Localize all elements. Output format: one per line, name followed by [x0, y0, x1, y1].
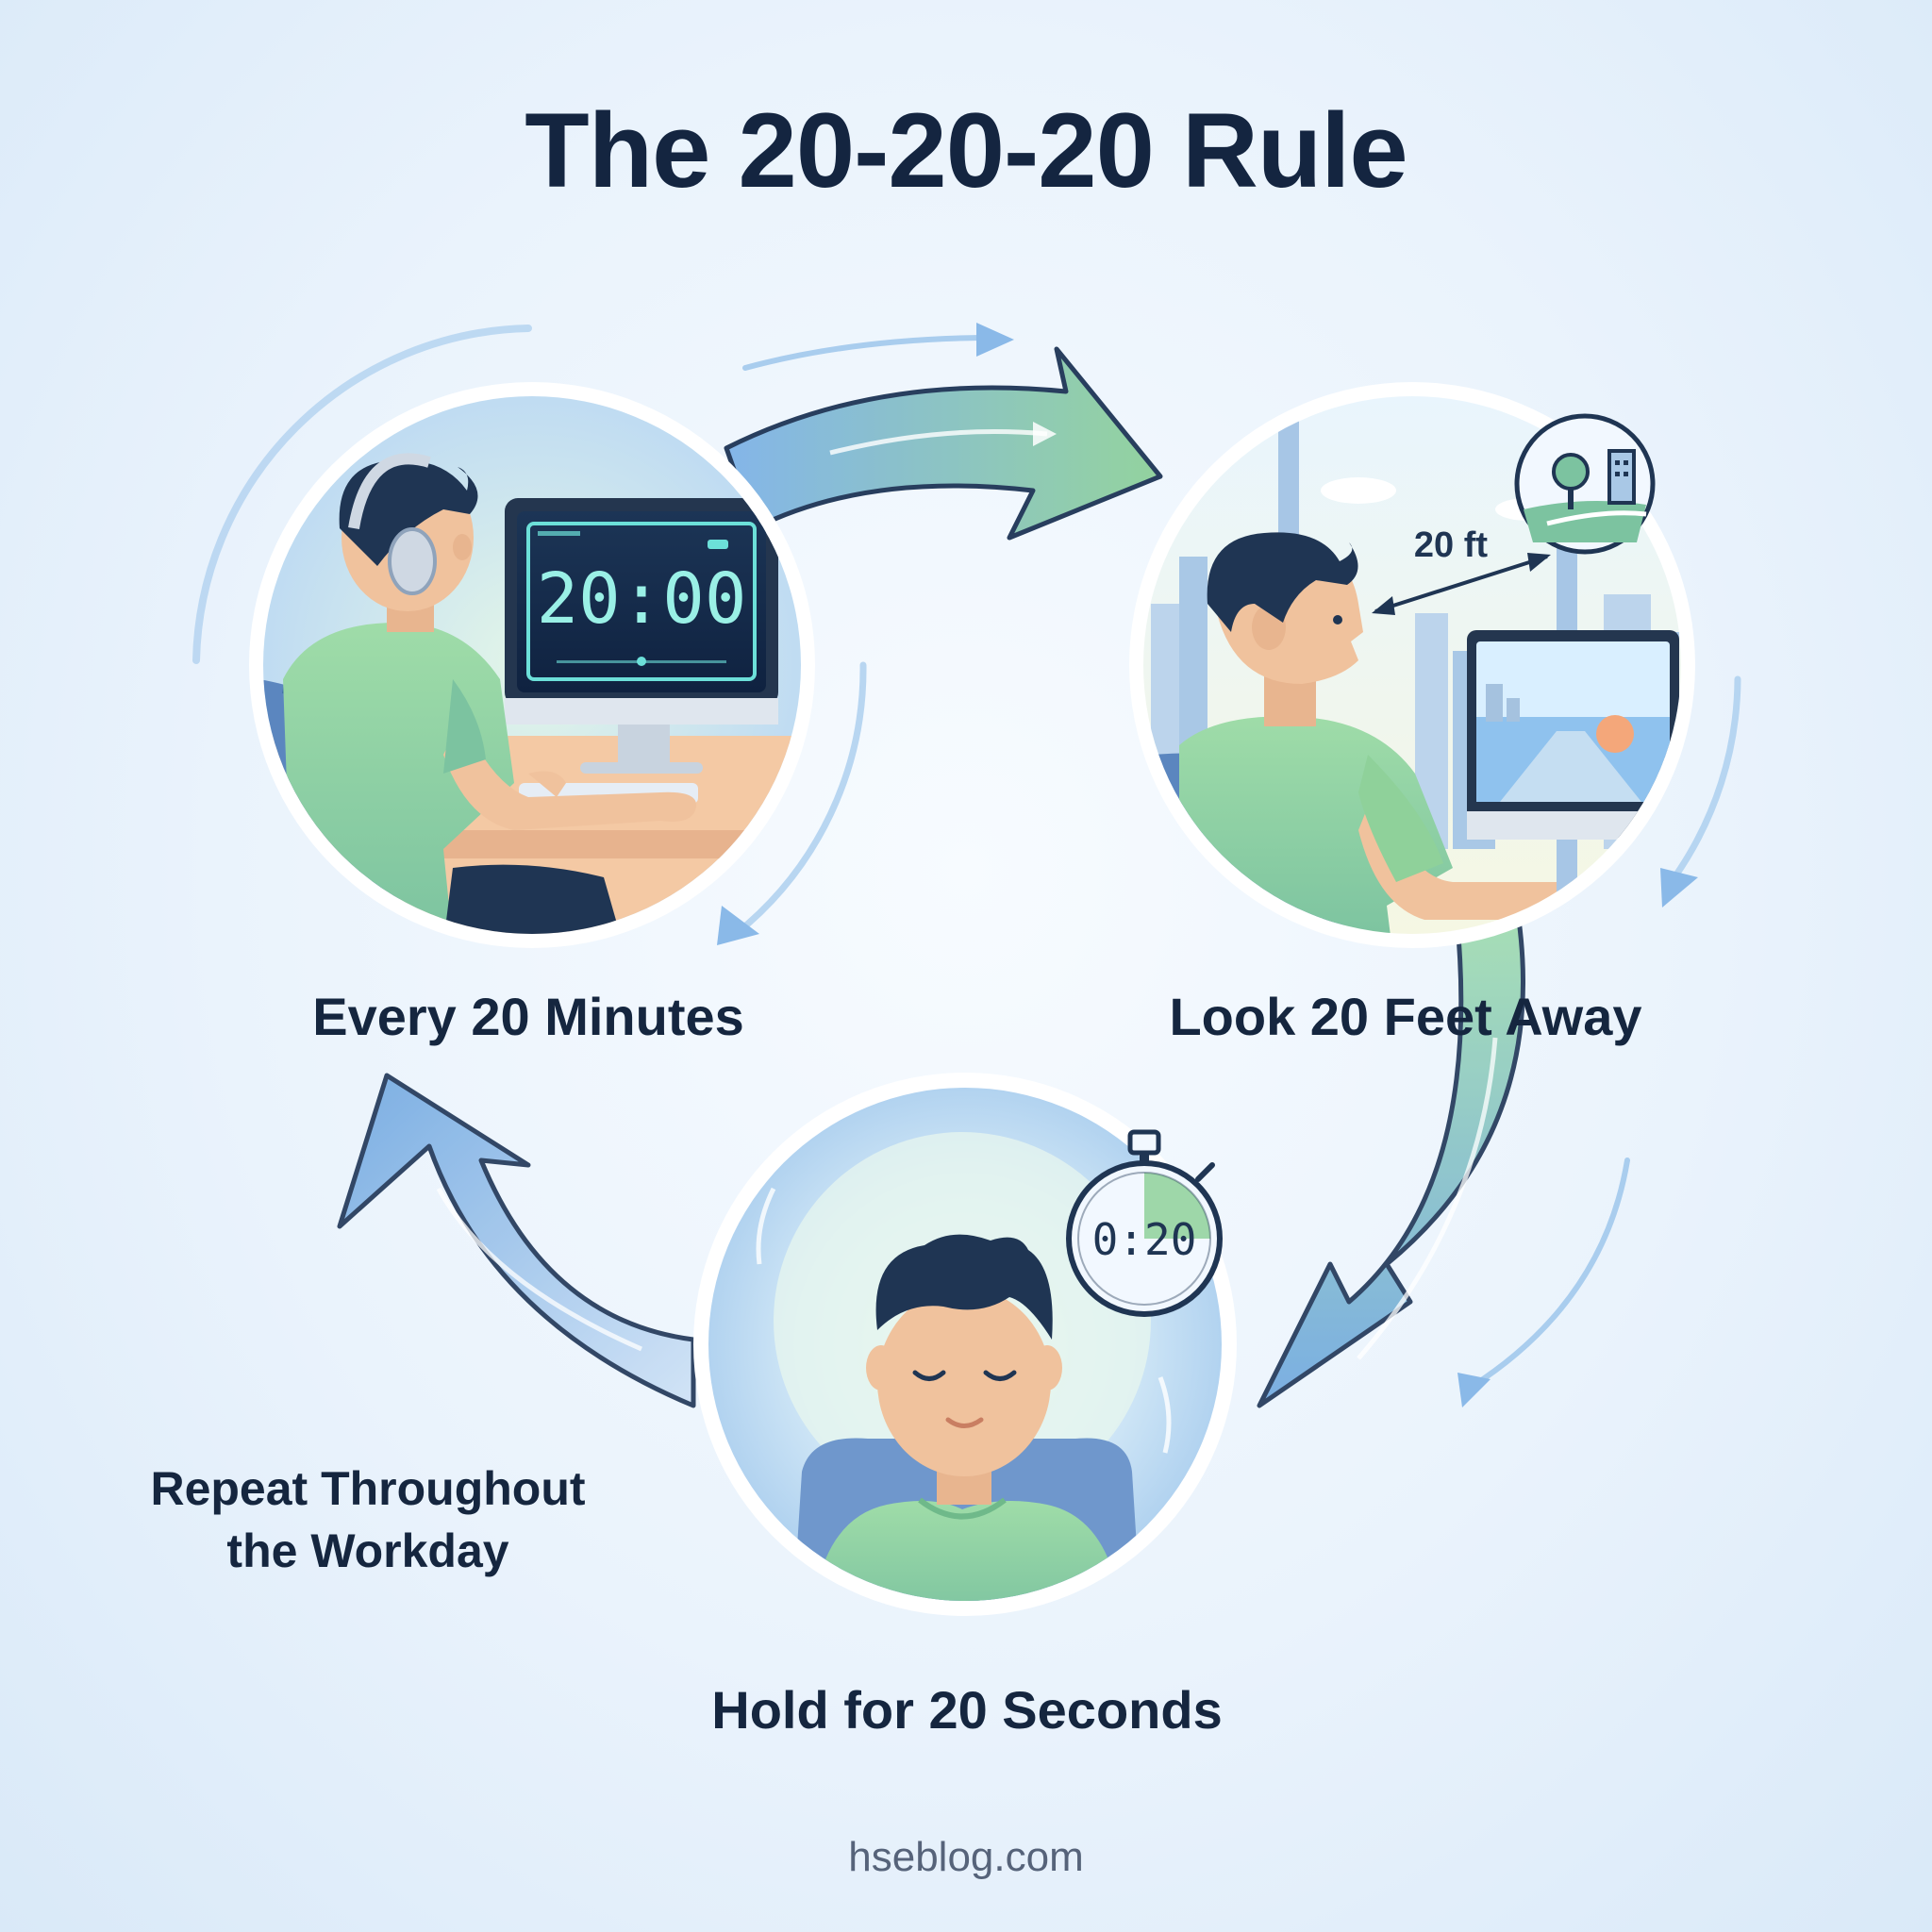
- distance-label: 20 ft: [1414, 525, 1488, 565]
- step2-illustration: 20 ft: [1129, 382, 1695, 948]
- page-title: The 20-20-20 Rule: [525, 92, 1407, 209]
- scenery-badge-icon: [1514, 413, 1656, 555]
- arrow-top: [724, 346, 1163, 541]
- step1-illustration: 20:00: [249, 382, 815, 948]
- arrow-right: [1257, 917, 1525, 1408]
- deco-line-top: [742, 335, 984, 371]
- step3-label: Hold for 20 Seconds: [711, 1680, 1223, 1740]
- deco-arc-mid: [732, 661, 867, 938]
- stopwatch-icon: 0:20: [1066, 1129, 1223, 1317]
- deco-arrowhead-top: [976, 323, 1014, 357]
- deco-arrowhead-right: [1660, 868, 1698, 908]
- deco-arc-left: [192, 325, 532, 664]
- deco-arrowhead-right-low: [1457, 1373, 1491, 1407]
- step1-label: Every 20 Minutes: [312, 987, 744, 1046]
- repeat-label-line2: the Workday: [226, 1524, 509, 1577]
- step3-illustration: 0:20: [693, 1073, 1237, 1616]
- repeat-label: Repeat Throughout the Workday: [123, 1457, 613, 1582]
- deco-arrowhead-mid: [717, 906, 759, 945]
- timer-display: 0:20: [1092, 1214, 1197, 1265]
- step2-label: Look 20 Feet Away: [1169, 987, 1642, 1046]
- footer-source: hseblog.com: [848, 1834, 1084, 1880]
- arrow-left: [337, 1073, 696, 1408]
- screen-time-display: 20:00: [537, 558, 747, 640]
- deco-line-right-low: [1469, 1158, 1630, 1390]
- repeat-label-line1: Repeat Throughout: [150, 1462, 586, 1515]
- deco-arc-right: [1671, 675, 1741, 881]
